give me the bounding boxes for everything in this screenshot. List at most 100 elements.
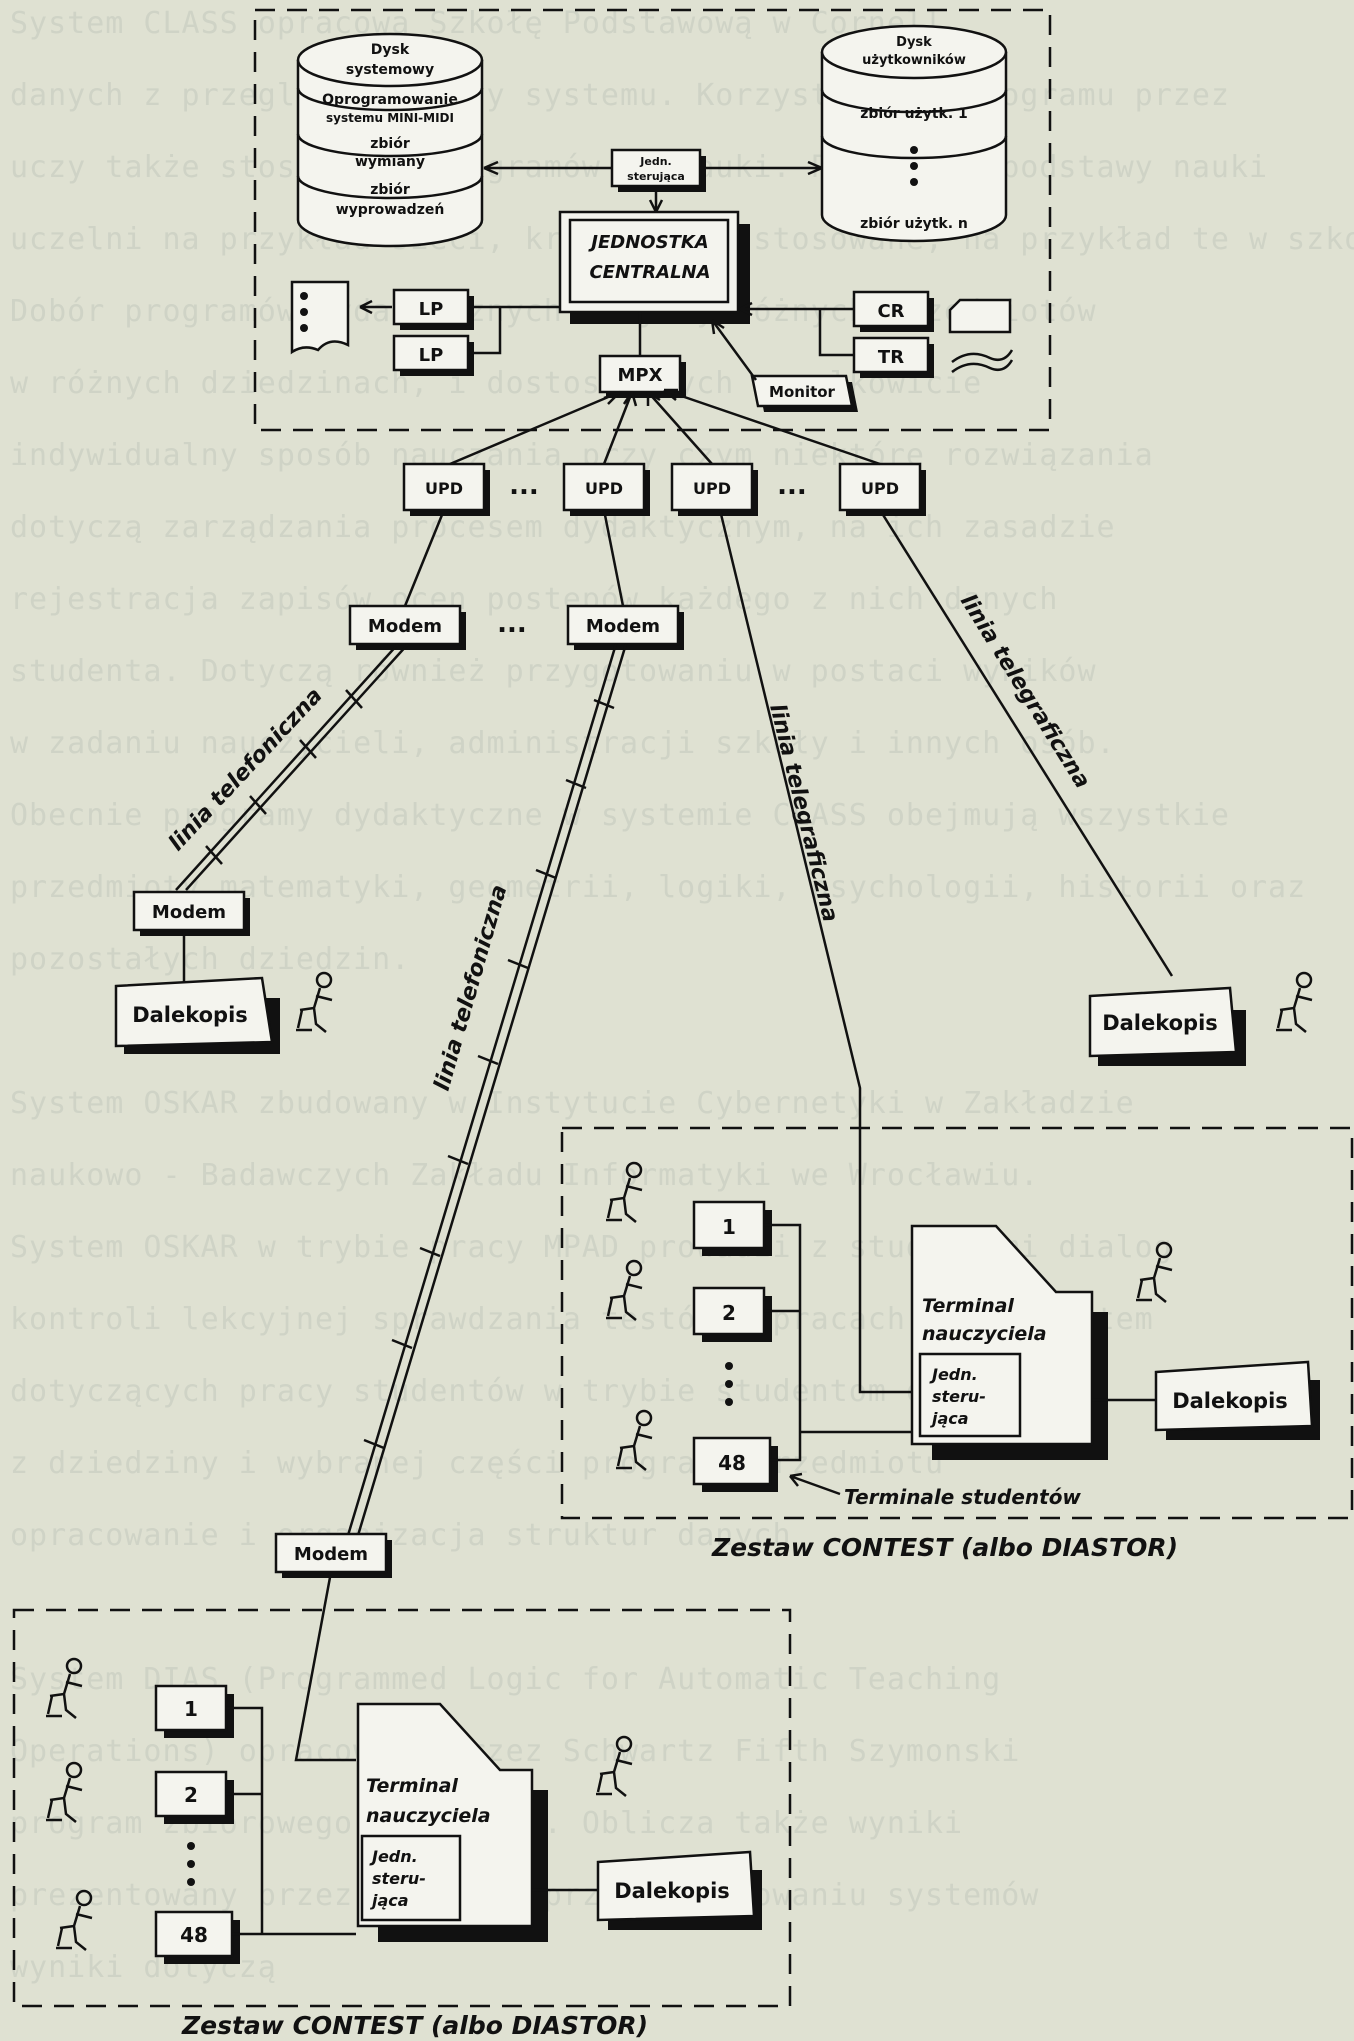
contest-frame-right [560,1126,1354,1520]
link-mpx-upd-3 [646,390,713,465]
phone-line-long-ticks [363,698,615,1450]
upd-3: UPD [670,462,758,516]
upd-ellipsis-1: ... [509,471,539,501]
teacher-terminal-left-label-1: Terminal [366,1775,458,1797]
modem-2: Modem [566,604,684,650]
dalekopis-contest-right: Dalekopis [1154,1360,1320,1440]
dalekopis-contest-right-label: Dalekopis [1172,1389,1288,1413]
link-mpx-upd-4 [663,388,881,466]
background-text-line: naukowo - Badawczych Zakładu Informatyki… [10,1158,1040,1193]
person-icon [604,1161,644,1224]
students-caption-right: Terminale studentów [844,1485,1081,1509]
control-left-label-3: jąca [369,1891,409,1910]
tape-reader-tr: TR [852,336,934,378]
control-unit-label-2: sterująca [627,170,685,183]
student-terminal-48: 48 [692,1436,778,1492]
background-text-line: opracowanie i organizacja struktur danyc… [10,1518,792,1553]
upd-4-label: UPD [861,479,899,498]
control-right-label-2: steru- [932,1387,986,1406]
students-caption-arrow-right [789,1472,841,1496]
phone-line-left-label: linia telefoniczna [164,683,328,856]
student-terminal-2: 2 [692,1286,772,1342]
modem-bottom: Modem [274,1532,392,1578]
link-mpx-upd-1 [449,390,621,466]
modem-left-label: Modem [152,902,226,923]
server-room-frame [253,8,1052,432]
person-icon [44,1657,84,1720]
link-upd1-modem1 [403,509,446,607]
telegraph-line-middle [718,509,912,1394]
contest-caption-right: Zestaw CONTEST (albo DIASTOR) [711,1533,1178,1562]
modem-bottom-label: Modem [294,1544,368,1565]
telegraph-line-middle-label: linia telegraficzna [764,701,842,924]
student-terminal-48-label: 48 [718,1451,746,1475]
upd-2-label: UPD [585,479,623,498]
printer-lp-2-label: LP [419,345,444,366]
central-unit: JEDNOSTKA CENTRALNA [558,210,750,324]
person-icon [294,971,334,1034]
monitor-label: Monitor [769,383,836,401]
student-terminal-1: 1 [692,1200,772,1256]
control-right-label-1: Jedn. [929,1365,978,1384]
link-monitor-cpu [710,318,758,381]
student-terminal-left-2: 2 [154,1770,234,1824]
printer-lp-2: LP [392,334,474,376]
link-control-cpu [648,192,664,213]
student-terminal-left-1-label: 1 [184,1697,198,1721]
contest-caption-left: Zestaw CONTEST (albo DIASTOR) [181,2011,648,2040]
student-terminal-left-2-label: 2 [184,1783,198,1807]
modem-left: Modem [132,890,250,936]
teacher-terminal-left-label-2: nauczyciela [366,1805,491,1827]
teacher-terminal-right: Terminal nauczyciela Jedn. steru- jąca [910,1224,1108,1460]
system-disk-label-5: zbiór [370,136,410,152]
student-terminal-1-label: 1 [722,1215,736,1239]
student-terminal-left-48: 48 [154,1910,240,1964]
upd-1-label: UPD [425,479,463,498]
system-disk-label-2: systemowy [346,62,434,78]
modem-1: Modem [348,604,466,650]
background-text-line: studenta. Dotyczą również przygotowaniu … [10,654,1097,689]
student-terminal-2-label: 2 [722,1301,736,1325]
teacher-terminal-right-label-2: nauczyciela [922,1323,1047,1345]
link-disk-system [483,160,612,176]
teacher-terminal-right-label-1: Terminal [922,1295,1014,1317]
upd-2: UPD [562,462,650,516]
links-students-left [226,1706,356,1936]
links-students-right [764,1223,912,1462]
background-text-line: System OSKAR zbudowany w Instytucie Cybe… [10,1086,1135,1121]
system-disk-label-1: Dysk [371,42,410,58]
control-left-label-1: Jedn. [369,1847,418,1866]
dalekopis-right-label: Dalekopis [1102,1011,1218,1035]
telegraph-line-right [878,509,1174,977]
user-disk-label-3: zbiór użytk. 1 [860,106,968,122]
background-text-line: dotyczą zarządzania procesem dydaktyczny… [10,510,1116,545]
upd-4: UPD [838,462,926,516]
background-text-line: z dziedziny i wybranej części programu p… [10,1446,945,1481]
dalekopis-left: Dalekopis [114,976,280,1054]
link-modem-bottom-terminal [294,1571,356,1762]
system-disk: Dysk systemowy Oprogramowanie systemu MI… [296,32,484,248]
background-text-line: System CLASS opracowa Szkołę Podstawową … [10,6,945,41]
link-tr-cpu [818,309,854,357]
student-terminal-left-1: 1 [154,1684,234,1738]
upd-1: UPD [402,462,490,516]
tape-reader-tr-label: TR [878,347,904,368]
printer-lp-1-label: LP [419,299,444,320]
teacher-terminal-left: Terminal nauczyciela Jedn. steru- jąca [356,1702,548,1942]
modem-ellipsis: ... [497,609,527,639]
link-cpu-lp2 [474,307,502,355]
system-disk-label-8: wyprowadzeń [336,202,445,218]
person-icon [594,1735,634,1798]
phone-line-long [344,643,628,1543]
central-unit-label-2: CENTRALNA [589,262,710,283]
link-upd2-modem2 [602,509,625,607]
control-unit-label-1: Jedn. [639,155,671,168]
central-unit-label-1: JEDNOSTKA [588,232,708,253]
person-icon [604,1259,644,1322]
multiplexer-mpx: MPX [598,354,686,398]
card-reader-cr: CR [852,290,934,332]
system-disk-label-7: zbiór [370,182,410,198]
control-right-label-3: jąca [929,1409,969,1428]
lp-output-arrow [359,299,392,315]
